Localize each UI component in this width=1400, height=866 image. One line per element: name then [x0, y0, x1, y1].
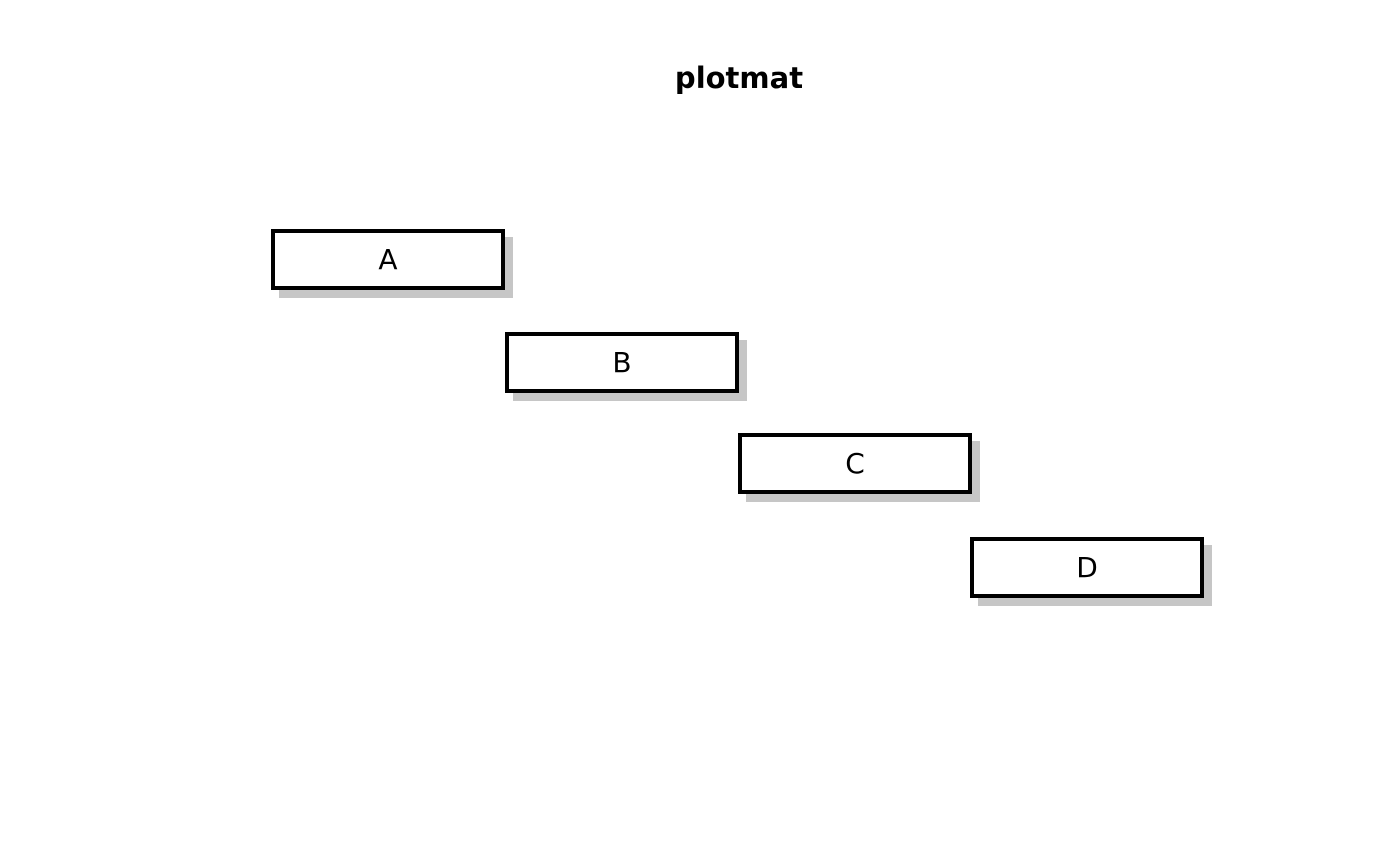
node-B: B [505, 332, 739, 393]
node-C: C [738, 433, 972, 494]
node-D-label: D [1076, 550, 1098, 584]
plot-title: plotmat [674, 61, 804, 95]
node-A: A [271, 229, 505, 290]
node-A-label: A [378, 242, 398, 276]
node-B-label: B [612, 345, 632, 379]
node-D: D [970, 537, 1204, 598]
node-C-label: C [845, 446, 865, 480]
